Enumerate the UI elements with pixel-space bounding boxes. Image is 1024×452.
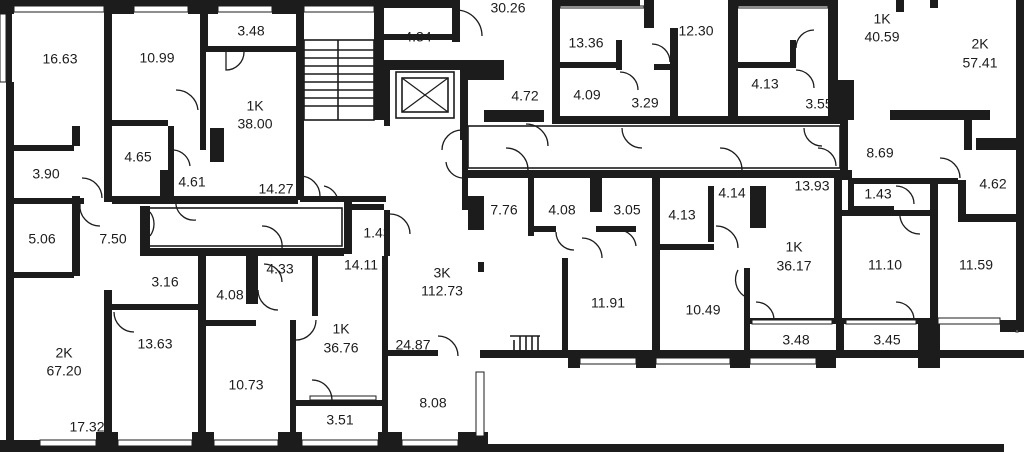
room-area: 3.48 [782,332,809,348]
room-area: 4.61 [178,174,205,190]
room-area: 3.55 [805,96,832,112]
apartment-type: 1K [246,98,264,114]
room-area: 10.99 [139,50,174,66]
elevator-icon [395,71,455,119]
apartment-area: 112.73 [421,283,463,299]
apartment-type: 2K [55,345,73,361]
apartment-type: 1K [873,11,891,27]
room-area: 4.13 [751,76,778,92]
room-labels: 16.63 10.99 3.48 4.34 30.26 13.36 12.30 … [28,0,1006,435]
room-area: 8.69 [866,145,893,161]
room-area: 11.59 [959,257,993,273]
room-area: 1.43 [363,225,390,241]
room-area: 4.65 [124,149,151,165]
room-area: 16.63 [42,51,77,67]
room-area: 13.36 [568,35,603,51]
apartment-labels: 1K 38.00 1K 40.59 2K 57.41 3K 112.73 1K … [46,11,997,379]
room-area: 4.14 [718,185,745,201]
room-area: 7.50 [99,231,126,247]
room-area: 4.13 [668,207,695,223]
room-area: 11.10 [868,257,902,273]
room-area: 4.72 [511,88,538,104]
staircase [303,39,540,352]
room-area: 17.32 [69,419,104,435]
room-area: 1.43 [864,186,891,202]
room-area: 10.49 [685,302,720,318]
apartment-area: 40.59 [864,29,899,45]
apartment-area: 38.00 [237,116,272,132]
room-area: 24.87 [395,337,430,353]
room-area: 7.76 [490,202,517,218]
room-area: 11.91 [591,295,625,311]
room-area: 3.90 [32,166,59,182]
room-area: 4.09 [573,87,600,103]
apartment-type: 3K [433,265,451,281]
apartment-area: 67.20 [46,363,81,379]
room-area: 5.06 [28,231,55,247]
room-area: 13.63 [137,336,172,352]
windows [0,5,1019,447]
apartment-area: 36.17 [776,258,811,274]
room-area: 14.27 [258,181,293,197]
room-area: 4.62 [979,176,1006,192]
apartment-area: 57.41 [962,55,997,71]
room-area: 3.05 [613,202,640,218]
apartment-area: 36.76 [323,340,358,356]
apartment-type: 1K [332,321,350,337]
room-area: 12.30 [678,23,713,39]
room-area: 30.26 [490,0,525,16]
room-area: 10.73 [228,377,263,393]
room-area: 8.08 [419,395,446,411]
room-area: 3.51 [326,412,353,428]
room-area: 4.08 [548,202,575,218]
room-area: 13.93 [794,178,829,194]
room-area: 4.34 [404,29,431,45]
room-area: 14.11 [344,257,378,273]
apartment-type: 1K [785,239,803,255]
corridors [145,125,841,247]
room-area: 3.45 [873,332,900,348]
room-area: 4.08 [216,287,243,303]
room-area: 4.33 [266,261,293,277]
doors [79,9,961,401]
room-area: 3.16 [151,274,178,290]
room-area: 3.48 [237,23,264,39]
room-area: 3.29 [631,95,658,111]
apartment-type: 2K [971,36,989,52]
